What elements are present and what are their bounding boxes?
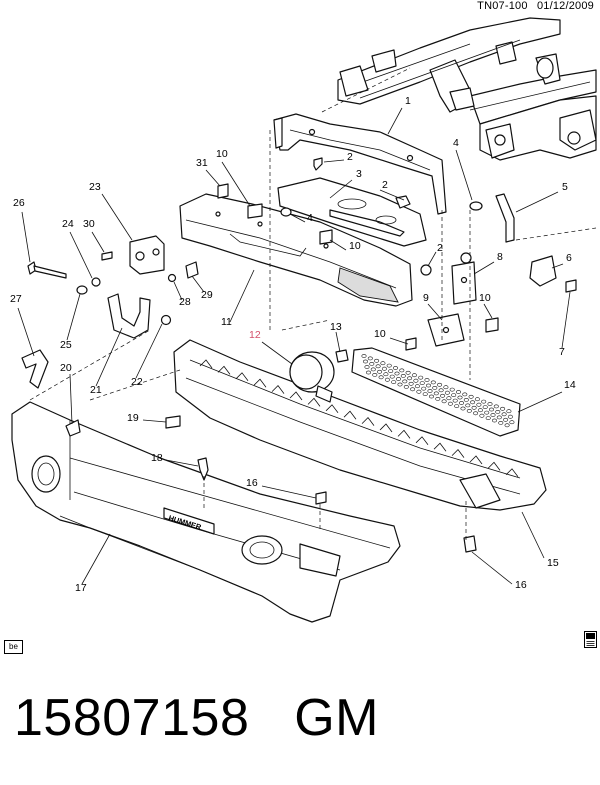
fascia-side-bracket	[21, 349, 81, 437]
callout-22: 22	[131, 376, 143, 388]
callout-13: 13	[330, 321, 342, 333]
vehicle-frame	[337, 17, 597, 161]
grille-mesh	[351, 347, 521, 437]
callout-2: 2	[437, 242, 443, 254]
callout-10: 10	[349, 240, 361, 252]
impact-bar	[277, 177, 427, 247]
callout-14: 14	[564, 379, 576, 391]
callout-11: 11	[221, 316, 232, 328]
callout-2: 2	[382, 179, 388, 191]
alignment-lines	[29, 67, 597, 540]
part-number-line: 15807158 GM	[14, 688, 379, 748]
callout-20: 20	[60, 362, 72, 374]
callout-19: 19	[127, 412, 139, 424]
callout-16: 16	[515, 579, 527, 591]
callout-15: 15	[547, 557, 559, 569]
upper-radiator-support-bracket	[273, 113, 447, 215]
callout-28: 28	[179, 296, 191, 308]
callout-5: 5	[562, 181, 568, 193]
callout-27: 27	[10, 293, 22, 305]
callout-25: 25	[60, 339, 72, 351]
leader-lines	[17, 107, 571, 585]
callout-8: 8	[497, 251, 503, 263]
locale-badge: be	[4, 640, 23, 654]
energy-absorber	[173, 339, 547, 511]
callout-31: 31	[196, 157, 208, 169]
fog-lamp	[289, 351, 335, 403]
callout-30: 30	[83, 218, 95, 230]
callout-7: 7	[559, 346, 565, 358]
callout-6: 6	[566, 252, 572, 264]
callout-9: 9	[423, 292, 429, 304]
callout-26: 26	[13, 197, 25, 209]
callout-10: 10	[479, 292, 491, 304]
callout-12: 12	[249, 329, 261, 341]
callout-23: 23	[89, 181, 101, 193]
callout-16: 16	[246, 477, 258, 489]
callout-18: 18	[151, 452, 163, 464]
callout-4: 4	[307, 212, 313, 224]
front-bumper-fascia: HUMMER	[11, 401, 401, 623]
callout-29: 29	[201, 289, 213, 301]
part-number: 15807158	[14, 689, 250, 747]
side-brackets	[427, 193, 557, 347]
tow-hook	[107, 293, 151, 339]
callout-17: 17	[75, 582, 87, 594]
callout-4: 4	[453, 137, 459, 149]
callout-2: 2	[347, 151, 353, 163]
callout-10: 10	[374, 328, 386, 340]
callout-21: 21	[90, 384, 102, 396]
diagram-code: TN07-100	[477, 0, 528, 12]
callout-24: 24	[62, 218, 74, 230]
fasteners	[27, 157, 577, 553]
callout-10: 10	[216, 148, 228, 160]
diagram-header: TN07-100 01/12/2009	[471, 0, 594, 12]
callout-labels: 1222344567891010101011121314151616171819…	[10, 95, 576, 594]
brand-name: GM	[294, 689, 379, 747]
tow-hook-bracket	[129, 235, 165, 275]
callout-3: 3	[356, 168, 362, 180]
diagram-date: 01/12/2009	[536, 0, 594, 12]
callout-1: 1	[405, 95, 411, 107]
manual-book-icon	[584, 631, 597, 648]
bumper-reinforcement	[179, 193, 413, 307]
